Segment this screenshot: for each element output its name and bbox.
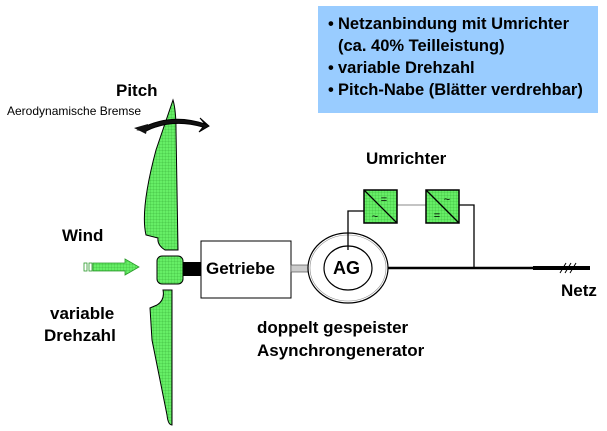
- rectifier-box: = ~: [363, 189, 398, 224]
- generator-desc-line-2: Asynchrongenerator: [257, 341, 425, 360]
- gearbox-box: [200, 240, 292, 299]
- main-shaft: [183, 262, 201, 276]
- generator-label: AG: [333, 258, 360, 278]
- pitch-label: Pitch: [116, 81, 158, 100]
- wind-arrow-icon: [83, 258, 140, 276]
- aero-brake-label: Aerodynamische Bremse: [7, 104, 142, 118]
- inverter-box: ~ =: [425, 189, 460, 224]
- generator-desc-line-1: doppelt gespeister: [257, 318, 409, 337]
- svg-text:=: =: [434, 210, 440, 222]
- variable-speed-label-2: Drehzahl: [44, 326, 116, 345]
- info-item: •variable Drehzahl: [328, 59, 475, 77]
- svg-text:~: ~: [372, 211, 378, 223]
- wind-label: Wind: [62, 226, 104, 245]
- converter-label: Umrichter: [366, 149, 447, 168]
- svg-text:~: ~: [444, 194, 450, 206]
- rotor-hub: [156, 255, 184, 285]
- variable-speed-label-1: variable: [50, 304, 115, 323]
- info-item: •Pitch-Nabe (Blätter verdrehbar): [328, 81, 583, 99]
- info-box: •Netzanbindung mit Umrichter (ca. 40% Te…: [318, 6, 598, 113]
- rotor-blade: [143, 98, 179, 426]
- rotor-to-converter-line: [347, 210, 364, 250]
- generator-symbol: [307, 232, 389, 304]
- three-phase-marks: [559, 262, 577, 274]
- grid-label: Netz: [561, 281, 597, 300]
- gearbox-label: Getriebe: [206, 259, 275, 278]
- info-item: •Netzanbindung mit Umrichter: [328, 15, 570, 33]
- svg-text:=: =: [381, 194, 387, 206]
- converter-to-grid-line: [459, 204, 475, 268]
- info-item: (ca. 40% Teilleistung): [338, 37, 505, 55]
- pitch-rotation-arrow: [136, 117, 210, 133]
